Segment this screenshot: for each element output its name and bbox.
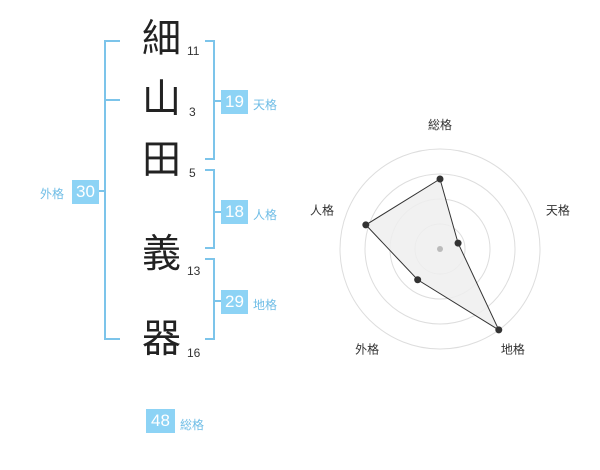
jinkaku-connector xyxy=(213,211,221,213)
gaikaku-bracket-vertical xyxy=(104,40,106,340)
radar-data-points xyxy=(362,175,503,334)
chikaku-bracket-top xyxy=(205,258,215,260)
name-char-2: 山 xyxy=(142,77,182,122)
jinkaku-bracket-top xyxy=(205,169,215,171)
radar-point xyxy=(414,276,422,284)
soukaku-value: 48 xyxy=(146,409,175,433)
gaikaku-label: 外格 xyxy=(40,187,65,201)
chikaku-value: 29 xyxy=(221,290,248,314)
chikaku-connector xyxy=(213,300,221,302)
radar-ring-3 xyxy=(364,173,516,325)
radar-point xyxy=(436,175,444,183)
name-char-1: 細 xyxy=(142,17,182,62)
stroke-count-3: 5 xyxy=(189,166,196,180)
gaikaku-bracket-inner xyxy=(104,99,120,101)
radar-point xyxy=(362,221,370,229)
gaikaku-bracket-bottom xyxy=(104,338,120,340)
tenkaku-bracket-top xyxy=(205,40,215,42)
stroke-count-4: 13 xyxy=(187,264,201,278)
name-char-3: 田 xyxy=(142,138,182,183)
jinkaku-label: 人格 xyxy=(253,208,278,222)
name-char-4: 義 xyxy=(142,232,182,277)
gaikaku-bracket-top xyxy=(104,40,120,42)
radar-axis-label: 地格 xyxy=(501,341,525,356)
stroke-count-5: 16 xyxy=(187,346,201,360)
soukaku-label: 総格 xyxy=(180,418,205,432)
radar-point xyxy=(454,239,462,247)
radar-point xyxy=(495,326,503,334)
gaikaku-value: 30 xyxy=(72,180,99,204)
chikaku-bracket-bottom xyxy=(205,338,215,340)
jinkaku-bracket-vertical xyxy=(213,169,215,249)
radar-axis-label: 天格 xyxy=(546,203,570,218)
radar-axis-label: 人格 xyxy=(310,203,334,218)
name-char-5: 器 xyxy=(142,317,182,362)
radar-axis-label: 総格 xyxy=(428,117,452,132)
tenkaku-value: 19 xyxy=(221,90,248,114)
gaikaku-connector xyxy=(96,190,104,192)
stroke-count-1: 11 xyxy=(187,44,200,58)
tenkaku-bracket-bottom xyxy=(205,158,215,160)
radar-ring-4 xyxy=(339,148,541,350)
radar-axis-label: 外格 xyxy=(355,341,379,356)
stroke-count-2: 3 xyxy=(189,105,196,119)
jinkaku-value: 18 xyxy=(221,200,248,224)
radar-data-polygon xyxy=(365,178,500,332)
jinkaku-bracket-bottom xyxy=(205,247,215,249)
chikaku-label: 地格 xyxy=(253,298,278,312)
tenkaku-label: 天格 xyxy=(253,98,278,112)
tenkaku-connector xyxy=(213,100,221,102)
radar-center-dot xyxy=(437,246,443,252)
chikaku-bracket-vertical xyxy=(213,258,215,340)
